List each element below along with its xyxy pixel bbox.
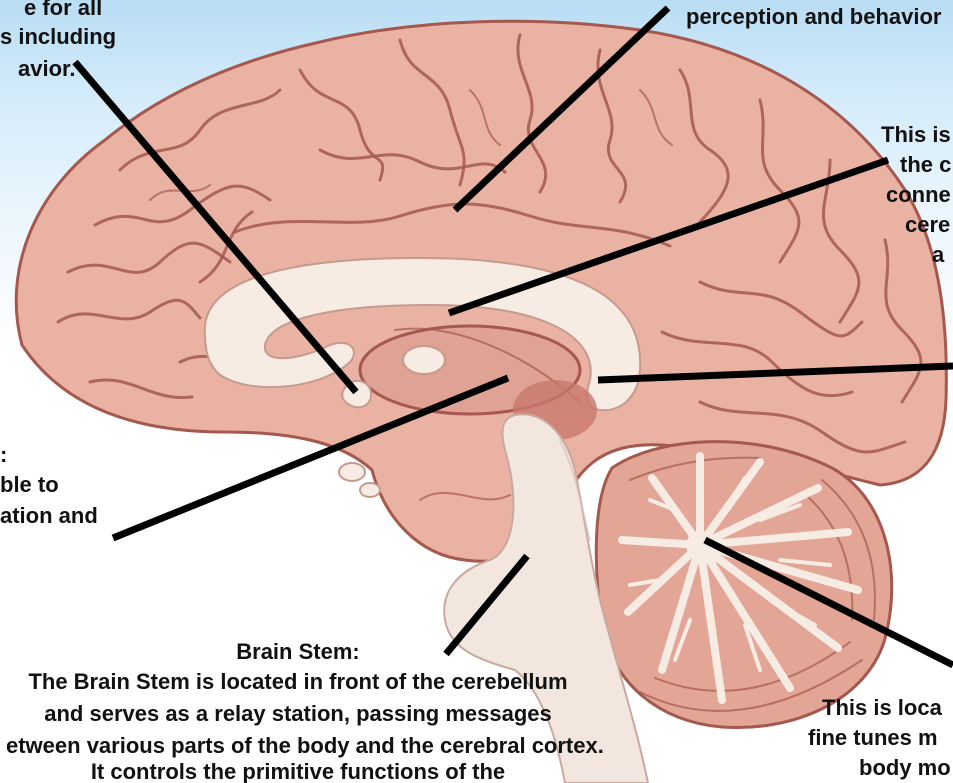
label-bottom-right-line: body mo — [859, 754, 951, 782]
brain-stem-description-line: etween various parts of the body and the… — [6, 731, 604, 761]
label-right-upper-line: This is — [881, 120, 951, 150]
label-top-left-line: s including — [0, 22, 116, 52]
brain-stem-title: Brain Stem: — [0, 637, 596, 667]
brain-stem-description-line: The Brain Stem is located in front of th… — [0, 667, 596, 697]
label-left-middle-line: ation and — [0, 501, 98, 531]
brain-stem-description-line: It controls the primitive functions of t… — [0, 761, 596, 783]
label-right-upper-line: a — [932, 240, 944, 270]
label-top-right-line: perception and behavior — [686, 2, 942, 32]
mammillary-body — [360, 483, 380, 497]
label-right-upper-line: the c — [900, 150, 951, 180]
label-bottom-right-line: This is loca — [822, 694, 942, 722]
label-right-upper-line: cere — [905, 210, 950, 240]
label-top-left-line: e for all — [24, 0, 102, 23]
brain-stem-description-line: and serves as a relay station, passing m… — [0, 699, 596, 729]
label-top-left-line: avior. — [18, 54, 75, 84]
label-bottom-right-line: fine tunes m — [808, 724, 938, 752]
interthalamic-adhesion — [403, 346, 445, 374]
label-left-middle-line: : — [0, 440, 7, 470]
label-right-upper-line: conne — [886, 180, 951, 210]
optic-chiasm — [339, 463, 365, 481]
label-left-middle-line: ble to — [0, 470, 59, 500]
